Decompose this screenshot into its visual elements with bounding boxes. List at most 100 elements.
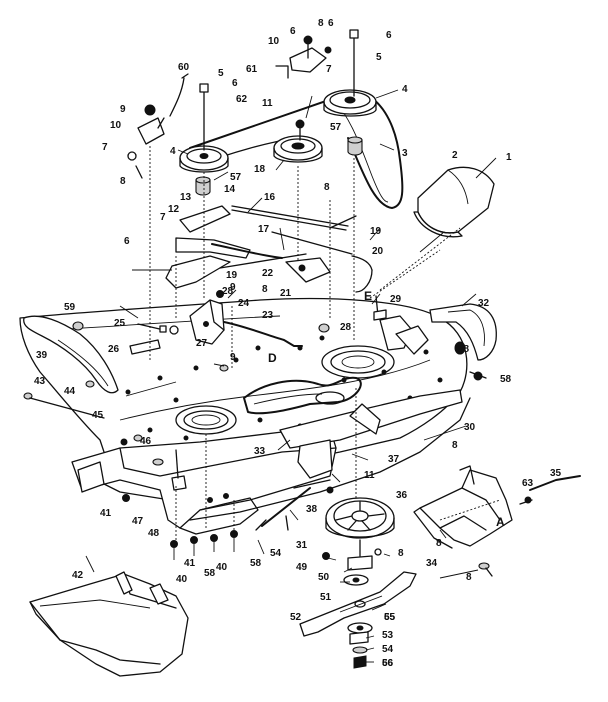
callout-8: 8	[398, 548, 404, 559]
callout-9: 9	[230, 282, 236, 293]
callout-50: 50	[318, 572, 330, 583]
deck-bolts	[23, 295, 487, 502]
callout-10: 10	[110, 120, 122, 131]
callout-19: 19	[370, 226, 382, 237]
callout-66: 66	[382, 658, 394, 669]
upper-left-pulley	[179, 83, 229, 173]
callout-6: 6	[386, 30, 392, 41]
callout-59: 59	[64, 302, 76, 313]
callout-62: 62	[236, 94, 248, 105]
callout-30: 30	[464, 422, 476, 433]
reference-letter-d: D	[268, 351, 277, 365]
callout-1: 1	[506, 152, 512, 163]
callout-11: 11	[262, 98, 273, 109]
reference-letter-a: A	[496, 515, 505, 529]
callout-3: 3	[402, 148, 408, 159]
callout-57: 57	[230, 172, 242, 183]
callout-53: 53	[382, 630, 394, 641]
callout-5: 5	[376, 52, 382, 63]
callout-8: 8	[318, 18, 324, 29]
callout-54: 54	[382, 644, 394, 655]
callout-47: 47	[132, 516, 144, 527]
left-deflector-arm	[23, 315, 119, 394]
callout-7: 7	[326, 64, 332, 75]
callout-58: 58	[500, 374, 512, 385]
callout-6: 6	[124, 236, 130, 247]
callout-11: 11	[364, 470, 375, 481]
line-art	[19, 29, 581, 677]
callout-4: 4	[402, 84, 408, 95]
callout-39: 39	[36, 350, 48, 361]
callout-41: 41	[100, 508, 112, 519]
idler-bracket-upper	[275, 35, 332, 79]
callout-36: 36	[396, 490, 408, 501]
callout-46: 46	[140, 436, 152, 447]
callout-28: 28	[340, 322, 352, 333]
callout-21: 21	[280, 288, 292, 299]
callout-4: 4	[170, 146, 176, 157]
belt-cover	[413, 166, 495, 238]
front-baffle	[71, 427, 337, 535]
callout-12: 12	[168, 204, 180, 215]
callout-9: 9	[120, 104, 126, 115]
callout-8: 8	[436, 538, 442, 549]
callout-40: 40	[176, 574, 188, 585]
callout-37: 37	[388, 454, 400, 465]
callout-20: 20	[372, 246, 384, 257]
callout-8: 8	[324, 182, 330, 193]
callout-35: 35	[550, 468, 562, 479]
callout-14: 14	[224, 184, 236, 195]
adjustment-rod	[255, 479, 334, 531]
callout-6: 6	[328, 18, 334, 29]
callout-33: 33	[254, 446, 266, 457]
callout-54: 54	[270, 548, 282, 559]
discharge-chute	[29, 571, 189, 677]
idler-bracket-left	[127, 73, 189, 179]
rear-bracket	[413, 465, 581, 577]
callout-32: 32	[478, 298, 490, 309]
callout-34: 34	[426, 558, 438, 569]
callout-48: 48	[148, 528, 160, 539]
callout-23: 23	[262, 310, 274, 321]
callout-40: 40	[216, 562, 228, 573]
part-callouts: 1 2 3 4 4 5 5 6 6 6 6 6 7 7 7 8 8 8 8 8 …	[34, 18, 562, 669]
callout-8: 8	[452, 440, 458, 451]
callout-19: 19	[226, 270, 238, 281]
callout-55: 55	[384, 612, 396, 623]
cutting-blade	[299, 571, 417, 637]
callout-61: 61	[246, 64, 258, 75]
callout-31: 31	[296, 540, 308, 551]
callout-5: 5	[218, 68, 224, 79]
callout-25: 25	[114, 318, 126, 329]
right-deflector-arm	[429, 303, 497, 361]
callout-41: 41	[184, 558, 196, 569]
lower-hardware-left	[152, 449, 238, 560]
callout-7: 7	[102, 142, 108, 153]
callout-56: 56	[382, 658, 394, 669]
callout-38: 38	[306, 504, 318, 515]
spindle-assembly	[322, 497, 395, 586]
center-pulley	[273, 119, 323, 163]
callout-51: 51	[320, 592, 332, 603]
callout-13: 13	[180, 192, 192, 203]
callout-24: 24	[238, 298, 250, 309]
callout-45: 45	[92, 410, 104, 421]
callout-57: 57	[330, 122, 342, 133]
callout-29: 29	[390, 294, 402, 305]
callout-65: 65	[384, 612, 396, 623]
lift-bracket	[189, 290, 303, 347]
callout-8: 8	[466, 572, 472, 583]
callout-9: 9	[230, 352, 236, 363]
alignment-lines	[149, 146, 501, 540]
pins	[129, 323, 179, 355]
right-skirt-rail	[279, 389, 463, 479]
leader-lines	[85, 89, 497, 663]
callout-22: 22	[262, 268, 274, 279]
callout-43: 43	[34, 376, 46, 387]
callout-42: 42	[72, 570, 84, 581]
callout-26: 26	[108, 344, 120, 355]
callout-28: 28	[222, 286, 234, 297]
callout-8: 8	[120, 176, 126, 187]
idler-arm-assembly	[165, 205, 373, 293]
